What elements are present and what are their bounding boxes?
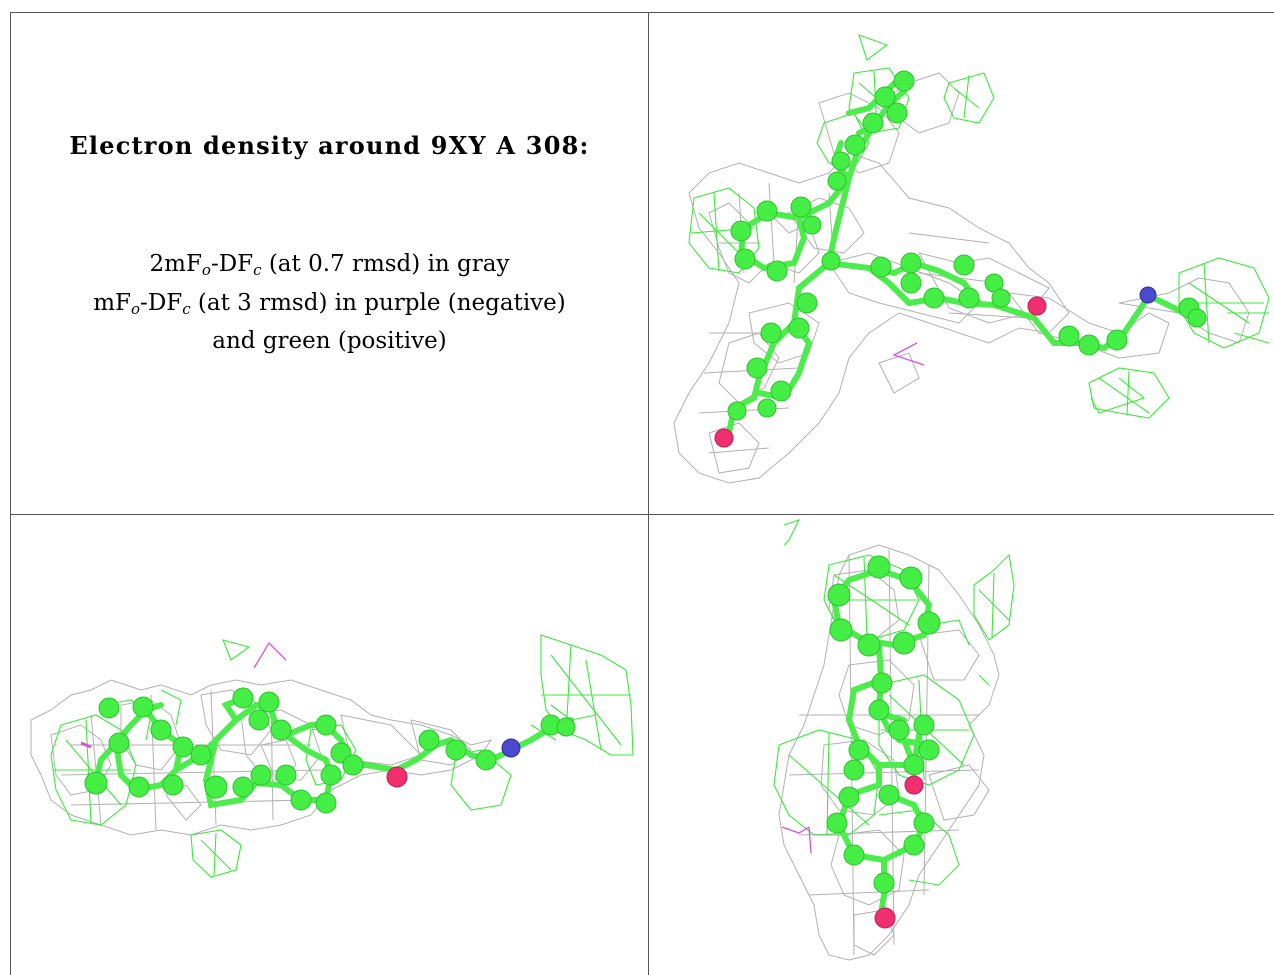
gray-2fofc-mesh bbox=[673, 72, 1250, 484]
table-divider-horizontal bbox=[10, 514, 1274, 515]
legend-line-colors: and green (positive) bbox=[212, 328, 447, 354]
caption-legend: 2mFo-DFc (at 0.7 rmsd) in gray mFo-DFc (… bbox=[11, 245, 648, 361]
legend-line-fofc: mFo-DFc (at 3 rmsd) in purple (negative) bbox=[93, 289, 566, 318]
legend-line-2fofc: 2mFo-DFc (at 0.7 rmsd) in gray bbox=[149, 251, 510, 279]
figure-table bbox=[10, 12, 1274, 975]
purple-negative-mesh bbox=[80, 641, 287, 749]
density-view-top-right bbox=[673, 34, 1270, 484]
ligand-atoms bbox=[714, 70, 1207, 448]
density-view-bottom-right bbox=[773, 519, 1015, 961]
caption-cell: Electron density around 9XY A 308: 2mFo-… bbox=[11, 13, 648, 514]
purple-negative-mesh bbox=[892, 342, 925, 366]
purple-negative-mesh bbox=[781, 826, 812, 854]
table-divider-vertical bbox=[648, 12, 649, 975]
ligand-atoms bbox=[826, 555, 941, 929]
density-view-bottom-left bbox=[30, 634, 634, 878]
ligand-atoms bbox=[84, 687, 576, 814]
caption-title: Electron density around 9XY A 308: bbox=[69, 131, 590, 160]
